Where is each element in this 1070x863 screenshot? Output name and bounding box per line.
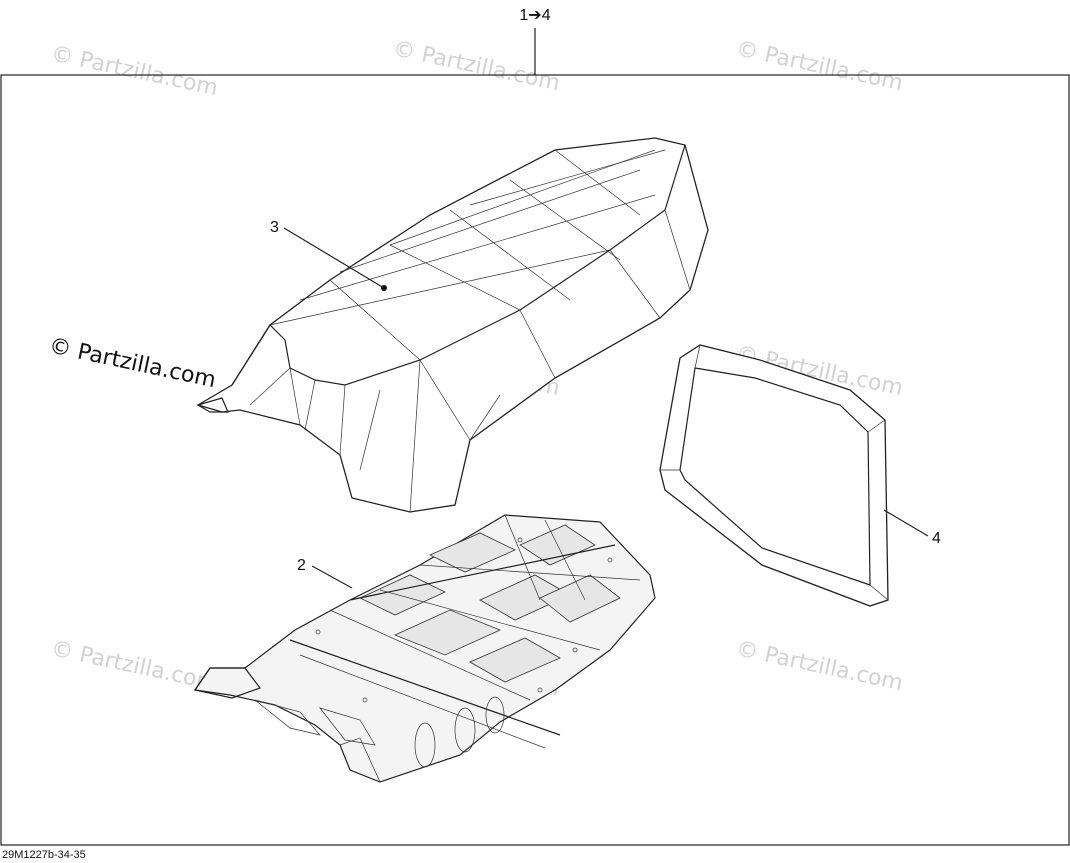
seat-cover-drawing [196, 137, 709, 513]
leader-2 [311, 565, 353, 589]
watermark: © Partzilla.com [734, 636, 905, 696]
drawing-code: 29M1227b-34-35 [2, 849, 86, 861]
watermark: © Partzilla.com [391, 36, 562, 96]
leader-3 [283, 227, 385, 289]
watermark: © Partzilla.com [49, 41, 220, 101]
callout-4: 4 [932, 530, 941, 547]
callout-3: 3 [270, 219, 279, 236]
watermark-dark: © Partzilla.com [47, 333, 218, 393]
callout-2: 2 [297, 557, 306, 574]
watermark: © Partzilla.com [49, 636, 220, 696]
seat-base-drawing [193, 514, 656, 783]
leader-4 [883, 509, 929, 537]
range-label: 1➔4 [519, 7, 550, 24]
gasket-drawing [659, 344, 889, 607]
watermark: © Partzilla.com [734, 36, 905, 96]
